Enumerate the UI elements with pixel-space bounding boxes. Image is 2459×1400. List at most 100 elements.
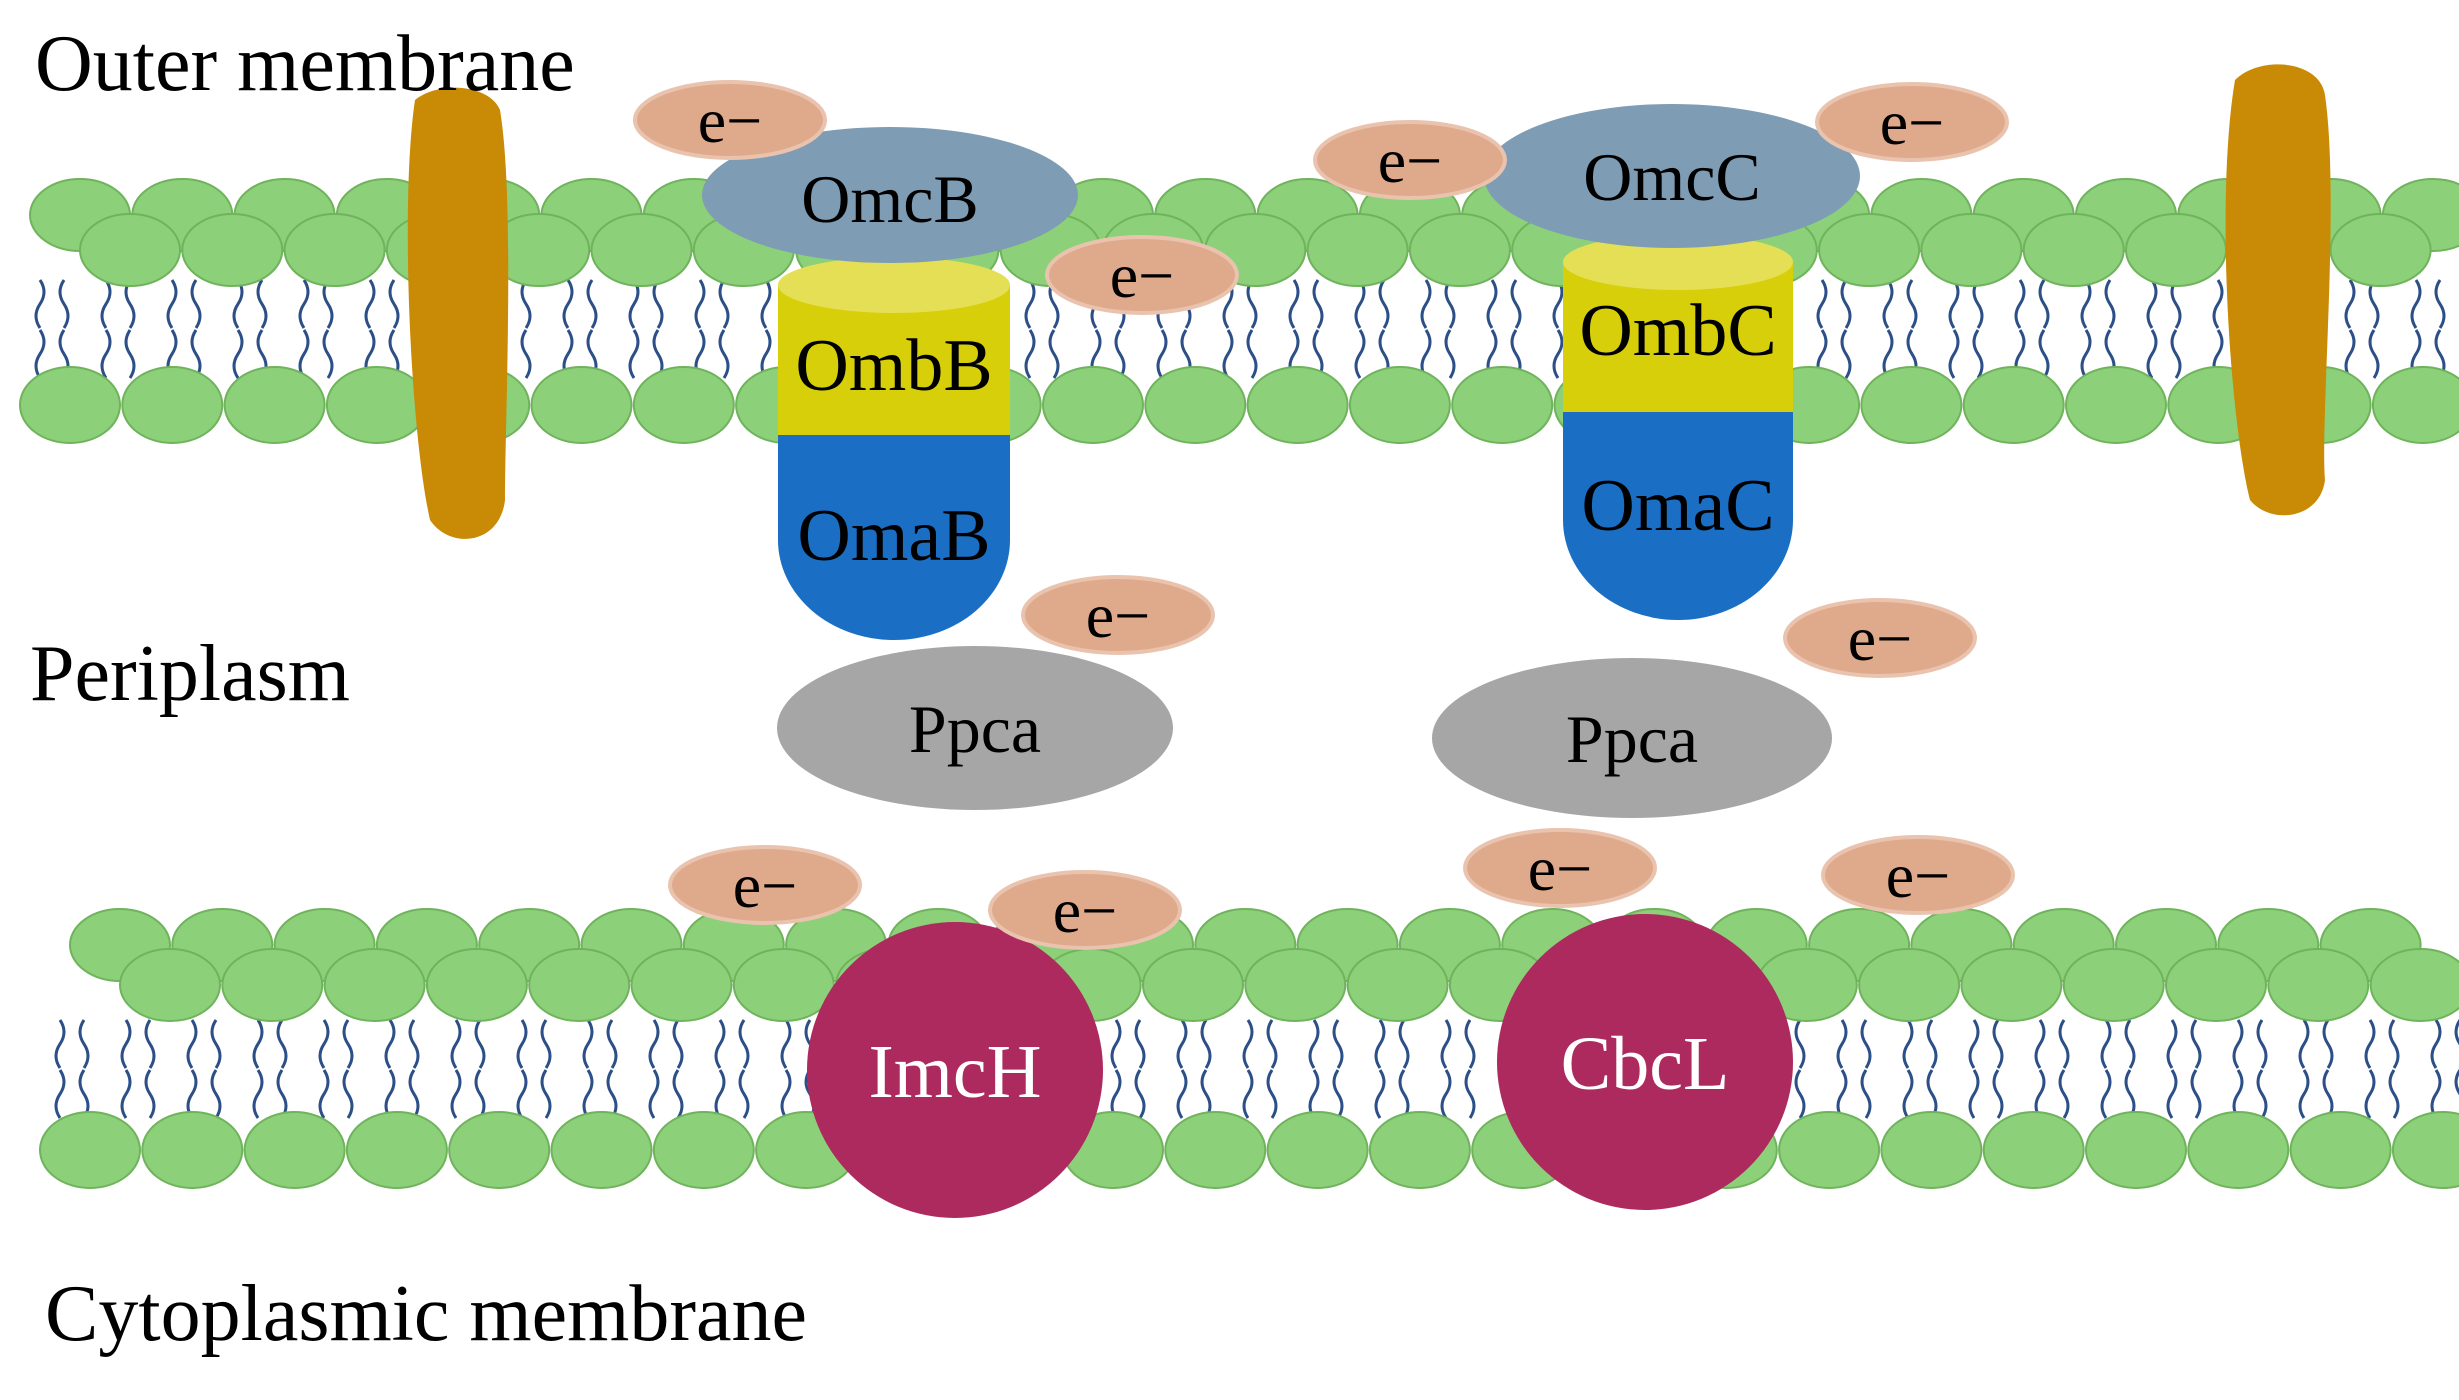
- lipid-tail: [1552, 279, 1564, 329]
- lipid-tail: [718, 279, 730, 329]
- lipid-tail: [2430, 1019, 2442, 1069]
- lipid-tail: [186, 1069, 198, 1119]
- lipid-head: [1860, 366, 1963, 444]
- lipid-head: [325, 366, 428, 444]
- lipid-head: [652, 1111, 755, 1189]
- lipid-tail: [232, 279, 244, 329]
- electron-label: e−: [1086, 580, 1151, 651]
- lipid-head: [530, 366, 633, 444]
- lipid-tail: [672, 1069, 684, 1119]
- lipid-tail: [2212, 279, 2224, 329]
- electron-label: e−: [1110, 240, 1175, 311]
- lipid-head: [2391, 1111, 2459, 1189]
- lipid-tail: [1110, 1019, 1122, 1069]
- lipid-tail: [78, 1019, 90, 1069]
- lipid-tail: [694, 279, 706, 329]
- ppca-right: [1432, 658, 1832, 818]
- lipid-tail: [1176, 1069, 1188, 1119]
- lipid-tail: [520, 329, 532, 379]
- lipid-head: [243, 1111, 346, 1189]
- lipid-head: [1982, 1111, 2085, 1189]
- lipid-tail: [2430, 1069, 2442, 1119]
- lipid-tail: [1308, 1069, 1320, 1119]
- lipid-tail: [190, 329, 202, 379]
- lipid-tail: [144, 1019, 156, 1069]
- lipid-head: [2187, 1111, 2290, 1189]
- lipid-tail: [1926, 1019, 1938, 1069]
- lipid-tail: [780, 1019, 792, 1069]
- cytoplasmic-membrane-bilayer: [39, 908, 2459, 1189]
- lipid-tail: [1444, 279, 1456, 329]
- lipid-head: [121, 366, 224, 444]
- electron: [988, 870, 1182, 950]
- electron-label: e−: [1378, 125, 1443, 196]
- lipid-head: [141, 1111, 244, 1189]
- lipid-tail: [1266, 1019, 1278, 1069]
- lipid-head: [1920, 213, 2023, 287]
- lipid-tail: [408, 1069, 420, 1119]
- lipid-tail: [186, 1019, 198, 1069]
- ombC-label: OmbC: [1579, 290, 1776, 372]
- lipid-tail: [606, 1019, 618, 1069]
- lipid-tail: [628, 279, 640, 329]
- lipid-tail: [1134, 1019, 1146, 1069]
- lipid-tail: [1288, 279, 1300, 329]
- lipid-tail: [1374, 1019, 1386, 1069]
- lipid-tail: [1440, 1069, 1452, 1119]
- lipid-tail: [2146, 279, 2158, 329]
- lipid-tail: [2038, 329, 2050, 379]
- lipid-tail: [2190, 1019, 2202, 1069]
- lipid-head: [39, 1111, 141, 1189]
- electron: [633, 80, 827, 160]
- lipid-tail: [1378, 279, 1390, 329]
- outer-membrane-label: Outer membrane: [35, 20, 575, 108]
- lipid-tail: [318, 1069, 330, 1119]
- lipid-head: [2267, 948, 2370, 1022]
- lipid-tail: [384, 1019, 396, 1069]
- porin-right: [2225, 64, 2331, 516]
- lipid-tail: [2146, 329, 2158, 379]
- lipid-tail: [1992, 1019, 2004, 1069]
- electron: [1463, 828, 1657, 908]
- omcC-protein: [1484, 104, 1860, 248]
- lipid-head: [1346, 948, 1449, 1022]
- lipid-head: [425, 948, 528, 1022]
- lipid-head: [528, 948, 631, 1022]
- lipid-tail: [714, 1069, 726, 1119]
- lipid-tail: [34, 279, 46, 329]
- omaB-protein: [778, 430, 1010, 640]
- lipid-tail: [1992, 1069, 2004, 1119]
- lipid-tail: [2344, 329, 2356, 379]
- lipid-tail: [54, 1069, 66, 1119]
- omaC-protein: [1563, 410, 1793, 620]
- lipid-tail: [2058, 1019, 2070, 1069]
- lipid-tail: [2124, 1069, 2136, 1119]
- lipid-tail: [606, 1069, 618, 1119]
- electron-label: e−: [1886, 840, 1951, 911]
- lipid-tail: [562, 279, 574, 329]
- lipid-head: [550, 1111, 653, 1189]
- lipid-tail: [1948, 279, 1960, 329]
- lipid-head: [732, 948, 835, 1022]
- lipid-tail: [1968, 1019, 1980, 1069]
- lipid-head: [1880, 1111, 1983, 1189]
- lipid-tail: [450, 1019, 462, 1069]
- lipid-tail: [2388, 1019, 2400, 1069]
- lipid-tail: [780, 1069, 792, 1119]
- lipid-tail: [2388, 1069, 2400, 1119]
- lipid-tail: [2100, 1019, 2112, 1069]
- lipid-head: [2329, 213, 2432, 287]
- lipid-tail: [540, 1019, 552, 1069]
- lipid-tail: [388, 279, 400, 329]
- lipid-tail: [1200, 1069, 1212, 1119]
- electron: [1821, 835, 2015, 915]
- lipid-tail: [384, 1069, 396, 1119]
- lipid-head: [1408, 213, 1511, 287]
- lipid-tail: [2344, 279, 2356, 329]
- lipid-head: [1142, 948, 1244, 1022]
- electron-label: e−: [1053, 875, 1118, 946]
- ombC-top: [1563, 234, 1793, 290]
- electron: [1815, 82, 2009, 162]
- porin-left: [407, 87, 509, 539]
- lipid-tail: [78, 1069, 90, 1119]
